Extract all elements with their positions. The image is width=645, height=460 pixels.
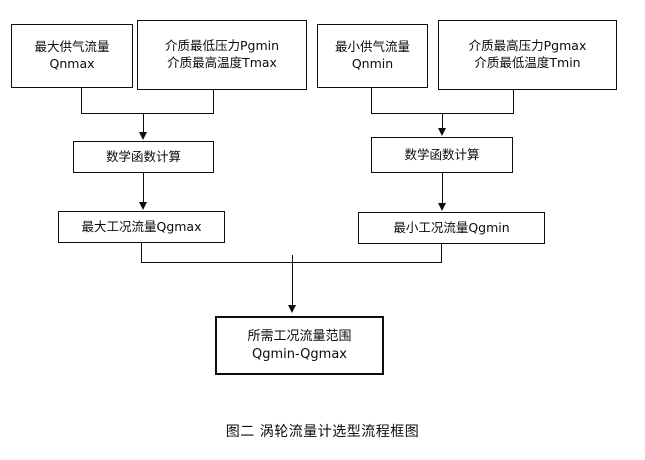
node-input-min-pressure-max-temp-line1: 介质最低压力Pgmin [164, 38, 280, 54]
node-process-left: 数学函数计算 [73, 141, 214, 173]
connector-process-left-to-result-stem [143, 173, 144, 204]
connector-left-merge-bar [81, 113, 214, 114]
node-input-min-pressure-max-temp: 介质最低压力Pgmin 介质最高温度Tmax [137, 20, 307, 90]
node-process-left-label: 数学函数计算 [105, 148, 181, 164]
node-final-flow-range-line2: Qgmin-Qgmax [252, 346, 347, 362]
node-input-min-flow-line1: 最小供气流量 [334, 39, 410, 55]
connector-right-merge-arrowhead [438, 128, 446, 136]
node-input-max-pressure-min-temp: 介质最高压力Pgmax 介质最低温度Tmin [438, 20, 617, 90]
node-process-right-label: 数学函数计算 [404, 146, 480, 162]
node-input-min-flow: 最小供气流量 Qnmin [317, 24, 428, 88]
connector-process-right-to-result-arrowhead [438, 203, 446, 211]
connector-max-pressure-down [513, 90, 514, 114]
node-input-max-flow-line1: 最大供气流量 [34, 39, 110, 55]
node-input-min-flow-line2: Qnmin [351, 56, 394, 71]
connector-result-max-down [141, 243, 142, 263]
connector-right-merge-stem [442, 113, 443, 130]
connector-min-flow-down [371, 88, 372, 114]
node-input-max-pressure-min-temp-line1: 介质最高压力Pgmax [468, 38, 587, 54]
connector-left-merge-stem [143, 113, 144, 134]
connector-max-flow-down [81, 88, 82, 114]
node-result-max-flow: 最大工况流量Qgmax [58, 211, 225, 243]
connector-final-merge-stem [292, 255, 293, 307]
connector-result-min-down [441, 244, 442, 263]
node-final-flow-range: 所需工况流量范围 Qgmin-Qgmax [215, 316, 384, 375]
node-result-min-flow-label: 最小工况流量Qgmin [393, 219, 510, 235]
node-input-max-flow-line2: Qnmax [49, 56, 95, 71]
node-input-min-pressure-max-temp-line2: 介质最高温度Tmax [167, 55, 277, 70]
connector-process-left-to-result-arrowhead [139, 202, 147, 210]
node-input-max-pressure-min-temp-line2: 介质最低温度Tmin [474, 55, 581, 70]
node-input-max-flow: 最大供气流量 Qnmax [11, 24, 133, 88]
connector-final-merge-bar [141, 262, 442, 263]
node-process-right: 数学函数计算 [371, 137, 513, 173]
connector-min-pressure-down [213, 90, 214, 114]
node-result-min-flow: 最小工况流量Qgmin [358, 212, 545, 244]
connector-final-merge-arrowhead [288, 305, 296, 313]
node-result-max-flow-label: 最大工况流量Qgmax [81, 218, 202, 234]
node-final-flow-range-line1: 所需工况流量范围 [247, 328, 352, 344]
figure-caption: 图二 涡轮流量计选型流程框图 [225, 424, 420, 440]
connector-left-merge-arrowhead [139, 132, 147, 140]
connector-process-right-to-result-stem [442, 173, 443, 205]
